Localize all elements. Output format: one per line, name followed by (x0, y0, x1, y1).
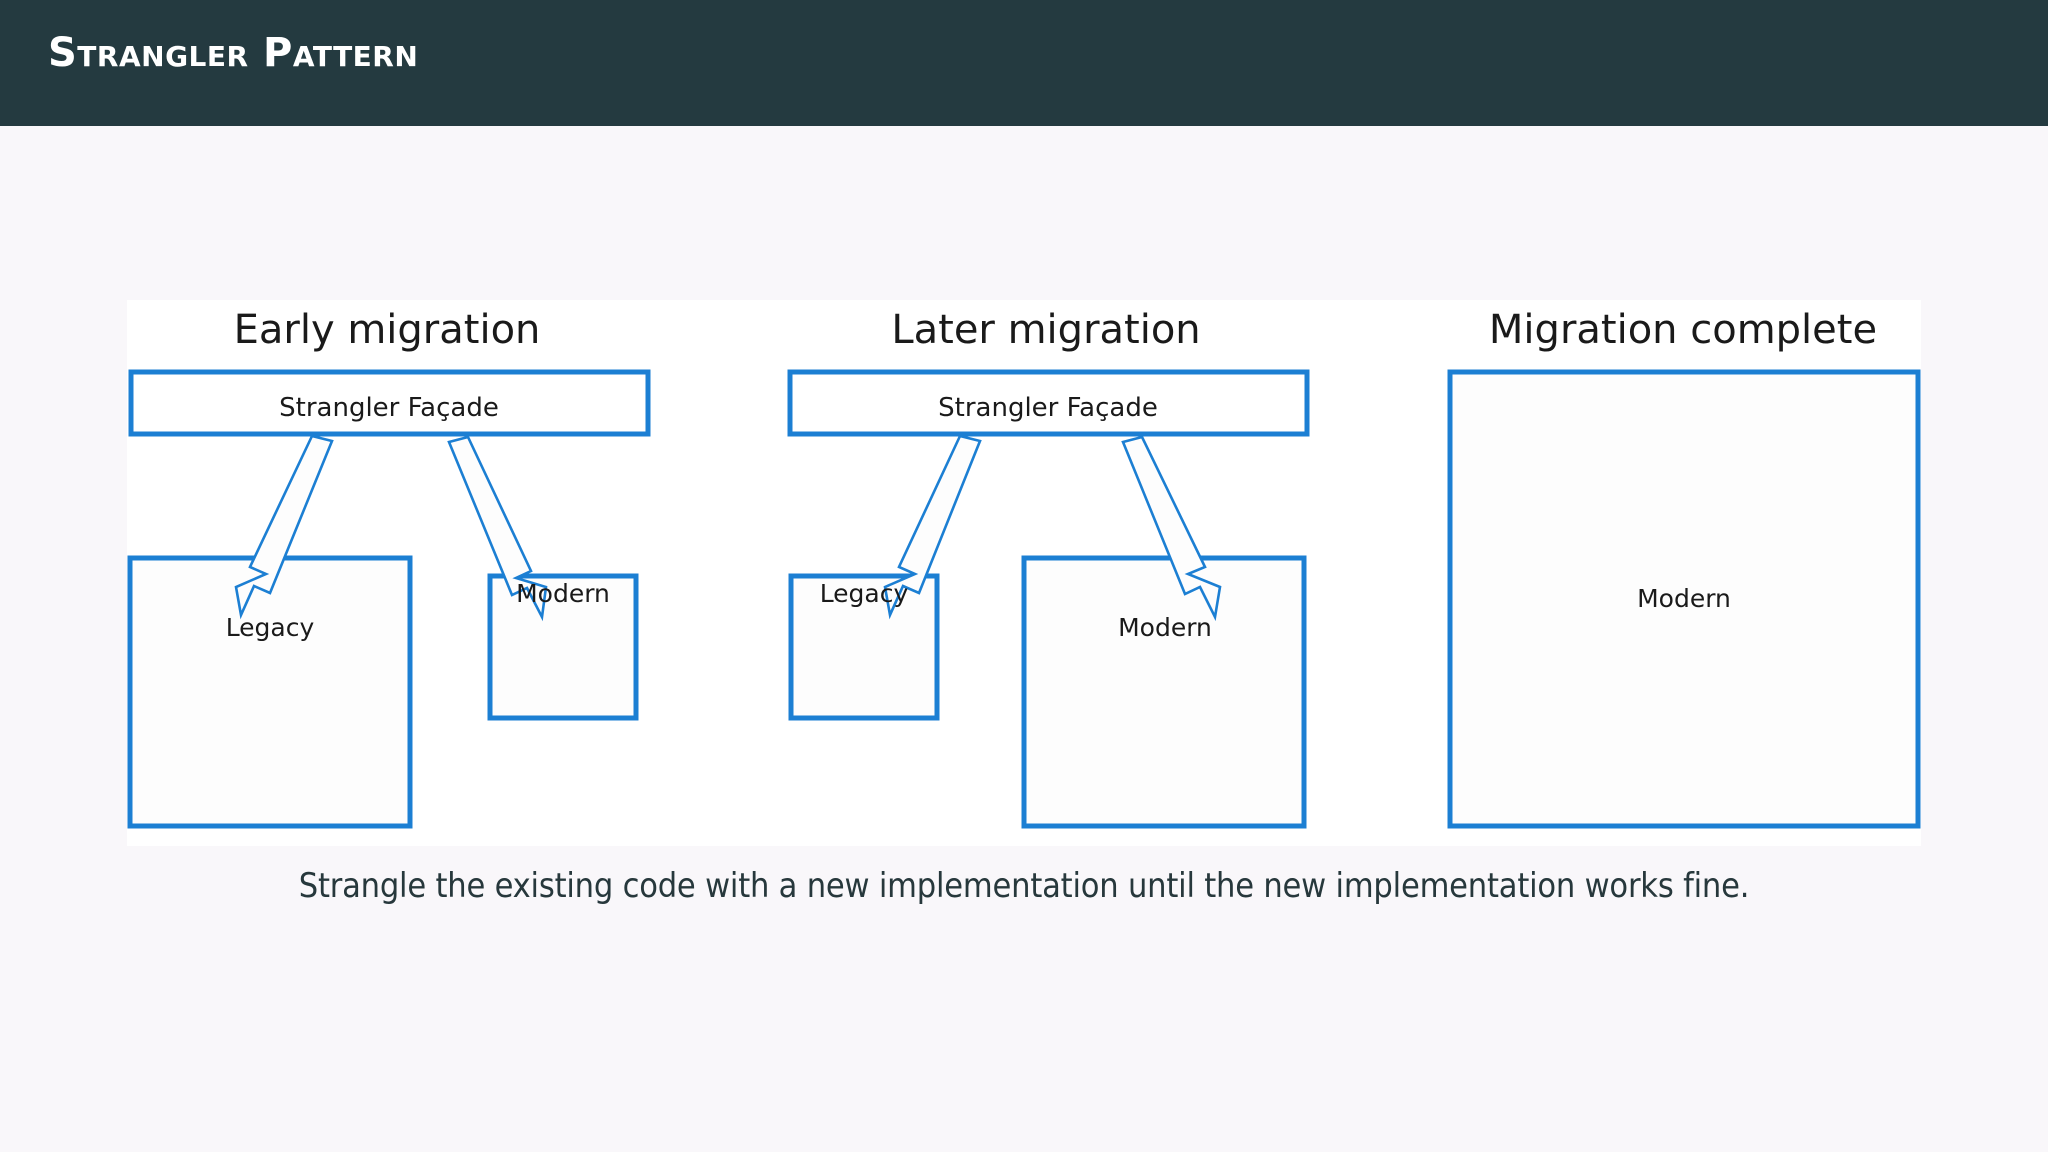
modern-box-complete (1447, 369, 1921, 829)
diagram-caption: Strangle the existing code with a new im… (298, 866, 1750, 906)
arrow-facade-to-legacy-later (883, 434, 982, 620)
arrow-facade-to-modern-early (447, 435, 548, 622)
panel-later-migration: Later migration Strangler Façade Legacy … (787, 307, 1310, 829)
facade-label-later: Strangler Façade (938, 393, 1158, 423)
arrow-facade-to-modern-later (1121, 435, 1222, 622)
modern-box-early (487, 573, 639, 721)
panel-title-later-migration: Later migration (891, 307, 1200, 353)
strangler-pattern-diagram: Early migration Strangler Façade Legacy … (127, 307, 1921, 829)
panel-migration-complete: Migration complete Modern (1447, 307, 1921, 829)
panel-title-early-migration: Early migration (234, 307, 541, 353)
facade-label-early: Strangler Façade (279, 393, 499, 423)
modern-label-complete: Modern (1637, 584, 1731, 613)
page-title: Strangler Pattern (48, 30, 419, 76)
panel-early-migration: Early migration Strangler Façade Legacy … (127, 307, 651, 829)
panel-title-migration-complete: Migration complete (1489, 307, 1877, 353)
legacy-box-early (127, 555, 413, 829)
modern-box-later (1021, 555, 1307, 829)
modern-label-early: Modern (516, 579, 610, 608)
legacy-label-later: Legacy (820, 579, 909, 608)
legacy-label-early: Legacy (226, 613, 315, 642)
modern-label-later: Modern (1118, 613, 1212, 642)
legacy-box-later (788, 573, 940, 721)
facade-box-early (128, 369, 651, 437)
arrow-facade-to-legacy-early (234, 434, 334, 620)
facade-box-later (787, 369, 1310, 437)
header-bar: Strangler Pattern (0, 0, 2048, 126)
